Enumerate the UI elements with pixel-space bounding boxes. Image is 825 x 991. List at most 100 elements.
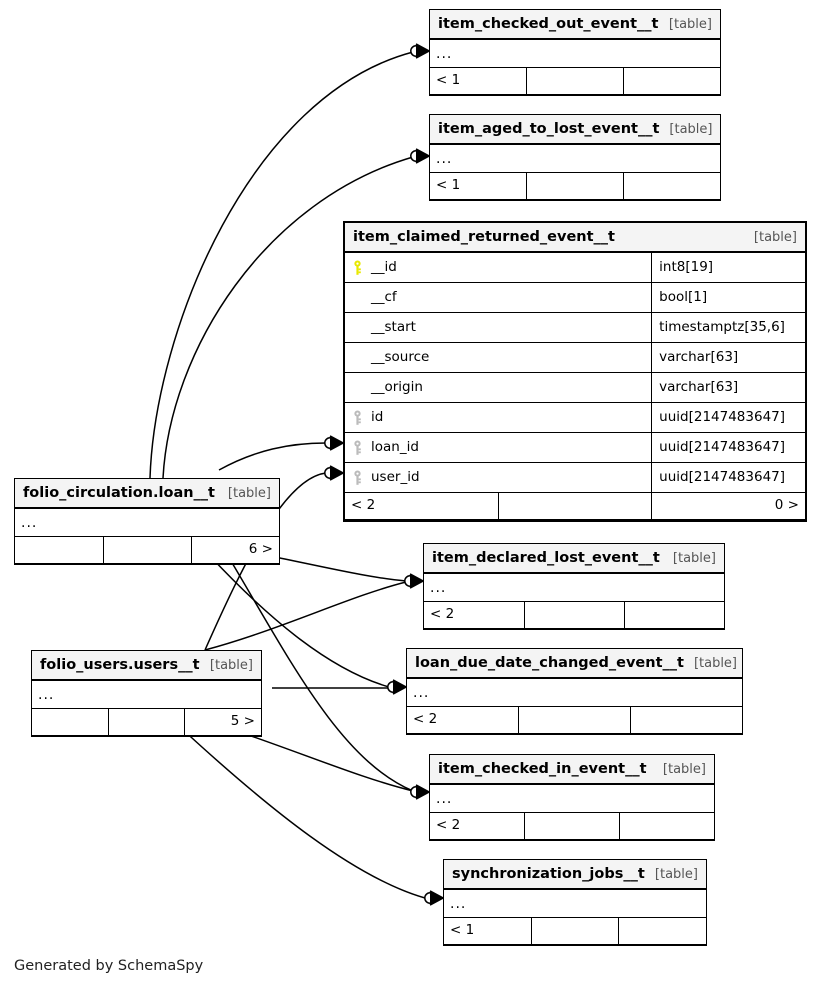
table-grid: synchronization_jobs__t[table]...< 1 bbox=[444, 860, 706, 945]
column-type-cell: varchar[63] bbox=[651, 372, 805, 403]
table-footer-row: < 2 bbox=[407, 706, 742, 734]
table-header-cell: item_checked_out_event__t[table] bbox=[430, 10, 720, 40]
table-header-cell: item_checked_in_event__t[table] bbox=[430, 755, 714, 785]
table-grid: folio_circulation.loan__t [table]...6 > bbox=[15, 479, 279, 564]
footer-middle bbox=[518, 706, 631, 734]
collapsed-columns-row[interactable]: ... bbox=[407, 677, 742, 707]
table-box[interactable]: item_checked_in_event__t[table]...< 2 bbox=[429, 754, 715, 841]
table-header-cell: folio_users.users__t[table] bbox=[32, 651, 261, 681]
column-name: __origin bbox=[371, 378, 423, 395]
no-key-spacer bbox=[352, 290, 364, 306]
no-key-spacer bbox=[352, 380, 364, 396]
table-header-row: item_aged_to_lost_event__t[table] bbox=[430, 115, 720, 145]
column-name-cell: loan_id bbox=[345, 432, 653, 463]
no-key-spacer bbox=[352, 320, 364, 336]
column-name-cell: __origin bbox=[345, 372, 653, 403]
table-title: item_declared_lost_event__t bbox=[432, 549, 660, 566]
edge-loan-to-item-declared-lost bbox=[269, 555, 407, 582]
table-header-cell: loan_due_date_changed_event__t[table] bbox=[407, 649, 742, 679]
endpoint-synchronization-jobs bbox=[424, 890, 444, 906]
column-type-cell: varchar[63] bbox=[651, 342, 805, 373]
collapsed-columns-row[interactable]: ... bbox=[430, 38, 720, 68]
collapsed-columns-row[interactable]: ... bbox=[444, 888, 706, 918]
edge-users-to-synchronization-jobs bbox=[179, 726, 426, 899]
collapsed-columns-row[interactable]: ... bbox=[430, 143, 720, 173]
table-title: folio_circulation.loan__t bbox=[23, 484, 215, 501]
column-row[interactable]: __source varchar[63] bbox=[345, 342, 805, 373]
table-header-row: synchronization_jobs__t[table] bbox=[444, 860, 706, 890]
table-header-cell: synchronization_jobs__t[table] bbox=[444, 860, 706, 890]
table-type-tag: [table] bbox=[669, 121, 713, 137]
table-box[interactable]: item_aged_to_lost_event__t[table]...< 1 bbox=[429, 114, 721, 201]
table-type-tag: [table] bbox=[227, 485, 271, 501]
table-header-row: item_declared_lost_event__t [table] bbox=[424, 544, 724, 574]
footer-parents-count: < 1 bbox=[430, 172, 528, 200]
column-name-cell: id bbox=[345, 402, 653, 433]
table-grid: item_claimed_returned_event__t[table]__i… bbox=[345, 223, 805, 520]
collapsed-columns-row[interactable]: ... bbox=[32, 679, 261, 709]
table-type-tag: [table] bbox=[672, 550, 716, 566]
footer-children-count bbox=[623, 601, 724, 629]
ellipsis-cell: ... bbox=[444, 888, 706, 918]
schemaspy-credit: Generated by SchemaSpy bbox=[14, 958, 204, 974]
column-row[interactable]: user_id uuid[2147483647] bbox=[345, 462, 805, 493]
table-type-tag: [table] bbox=[668, 16, 712, 32]
column-name: user_id bbox=[371, 468, 420, 485]
table-box[interactable]: folio_users.users__t[table]...5 > bbox=[31, 650, 262, 737]
column-type-cell: bool[1] bbox=[651, 282, 805, 313]
table-type-tag: [table] bbox=[209, 657, 253, 673]
column-name: __source bbox=[371, 348, 430, 365]
column-row[interactable]: __origin varchar[63] bbox=[345, 372, 805, 403]
foreign-key-icon bbox=[352, 410, 364, 426]
foreign-key-icon bbox=[352, 440, 364, 456]
column-name-cell: __cf bbox=[345, 282, 653, 313]
table-box[interactable]: item_claimed_returned_event__t[table]__i… bbox=[343, 221, 807, 522]
endpoint-claimed-returned-userid bbox=[324, 465, 344, 481]
column-type-cell: uuid[2147483647] bbox=[651, 432, 805, 463]
footer-children-count: 6 > bbox=[190, 536, 279, 564]
endpoint-item-checked-in bbox=[410, 784, 430, 800]
footer-middle bbox=[530, 917, 620, 945]
table-box[interactable]: synchronization_jobs__t[table]...< 1 bbox=[443, 859, 707, 946]
table-header-cell: item_aged_to_lost_event__t[table] bbox=[430, 115, 720, 145]
collapsed-columns-row[interactable]: ... bbox=[424, 572, 724, 602]
table-grid: item_checked_out_event__t[table]...< 1 bbox=[430, 10, 720, 95]
ellipsis-cell: ... bbox=[430, 143, 720, 173]
table-box[interactable]: item_checked_out_event__t[table]...< 1 bbox=[429, 9, 721, 96]
table-box[interactable]: item_declared_lost_event__t[table]...< 2 bbox=[423, 543, 725, 630]
table-grid: folio_users.users__t[table]...5 > bbox=[32, 651, 261, 736]
table-footer-row: < 2 bbox=[430, 812, 714, 840]
table-footer-row: < 1 bbox=[430, 172, 720, 200]
table-header-cell: folio_circulation.loan__t [table] bbox=[15, 479, 279, 509]
foreign-key-icon bbox=[352, 470, 364, 486]
footer-children-count bbox=[618, 812, 714, 840]
column-name: __id bbox=[371, 258, 397, 275]
footer-children-count: 0 > bbox=[651, 492, 805, 520]
collapsed-columns-row[interactable]: ... bbox=[430, 783, 714, 813]
column-row[interactable]: __id int8[19] bbox=[345, 251, 805, 283]
table-type-tag: [table] bbox=[662, 761, 706, 777]
ellipsis-cell: ... bbox=[15, 507, 279, 537]
edge-loan-to-claimed-returned-loanid bbox=[218, 442, 327, 471]
table-type-tag: [table] bbox=[693, 655, 738, 671]
endpoint-item-aged-to-lost bbox=[410, 148, 430, 164]
ellipsis-cell: ... bbox=[424, 572, 724, 602]
column-type-cell: int8[19] bbox=[651, 251, 805, 283]
footer-parents-count: < 2 bbox=[430, 812, 526, 840]
table-box[interactable]: folio_circulation.loan__t [table]...6 > bbox=[14, 478, 280, 565]
endpoint-loan-due-date-changed bbox=[387, 679, 407, 695]
table-box[interactable]: loan_due_date_changed_event__t[table]...… bbox=[406, 648, 743, 735]
table-footer-row: < 1 bbox=[444, 917, 706, 945]
column-type-cell: uuid[2147483647] bbox=[651, 462, 805, 493]
column-name: __start bbox=[371, 318, 416, 335]
table-header-row: folio_circulation.loan__t [table] bbox=[15, 479, 279, 509]
table-header-cell: item_claimed_returned_event__t[table] bbox=[345, 223, 805, 253]
column-name-cell: user_id bbox=[345, 462, 653, 493]
collapsed-columns-row[interactable]: ... bbox=[15, 507, 279, 537]
